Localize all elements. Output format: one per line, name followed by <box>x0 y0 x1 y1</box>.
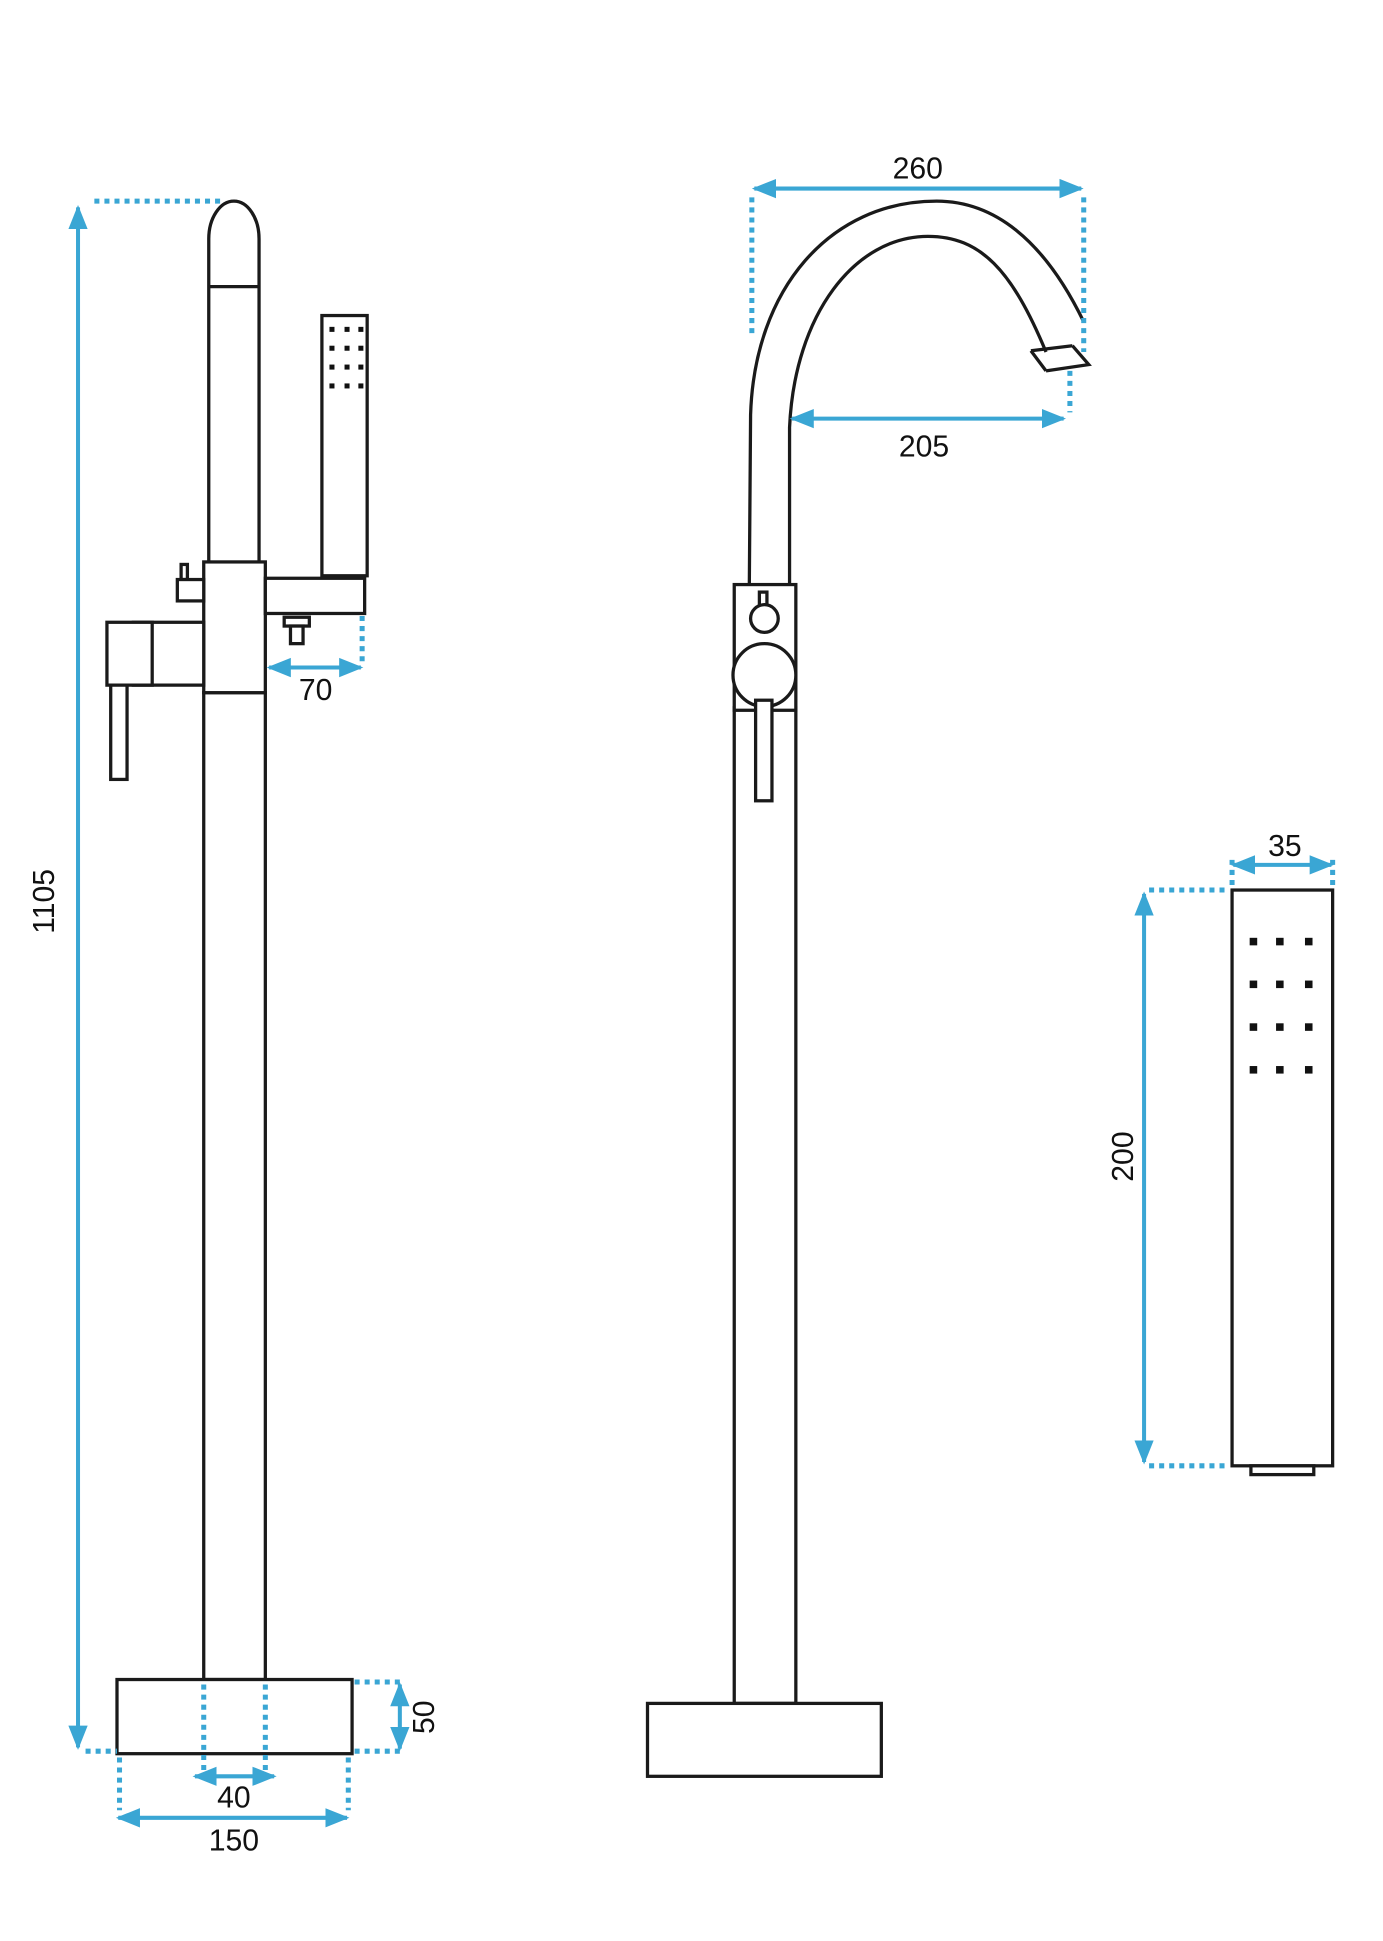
diverter-knob <box>175 577 206 603</box>
shower-head-top <box>207 199 261 562</box>
front-mixer-lever <box>753 698 774 803</box>
hand-shower-width-label: 35 <box>1268 830 1302 863</box>
handshower-docked-holes <box>329 326 364 389</box>
diverter-stem <box>179 562 190 582</box>
offset-label: 70 <box>299 674 333 707</box>
outer-reach-label: 260 <box>893 153 943 186</box>
side-view: 1105 70 40 150 50 <box>28 198 441 1857</box>
hand-shower-body <box>1230 888 1335 1468</box>
hand-shower-connector <box>1249 1464 1316 1477</box>
mixer-lever <box>109 683 129 782</box>
hand-shower-detail: 35 200 <box>1107 830 1336 1477</box>
spout-inner <box>787 234 1048 585</box>
front-view: 260 205 <box>645 153 1092 1778</box>
front-mixer-knob <box>731 642 798 709</box>
spout-outer <box>747 199 1086 585</box>
base-plate <box>115 1677 354 1756</box>
hand-shower-spray-holes <box>1249 937 1313 1074</box>
column-label: 40 <box>217 1782 251 1815</box>
base-height-label: 50 <box>408 1700 441 1734</box>
height-label: 1105 <box>28 869 61 934</box>
front-column <box>732 706 798 1706</box>
spout-tip <box>1029 344 1092 373</box>
mixer-lever-cap <box>105 620 154 687</box>
front-diverter-knob <box>748 603 780 634</box>
base-width-label: 150 <box>209 1824 259 1857</box>
handshower-connector <box>288 624 305 646</box>
front-base-plate <box>645 1701 883 1778</box>
column <box>202 691 267 1682</box>
inner-reach-label: 205 <box>899 430 949 463</box>
handshower-arm <box>263 576 367 616</box>
valve-body <box>202 560 267 695</box>
handshower-docked <box>320 313 369 578</box>
hand-shower-length-label: 200 <box>1107 1131 1140 1181</box>
